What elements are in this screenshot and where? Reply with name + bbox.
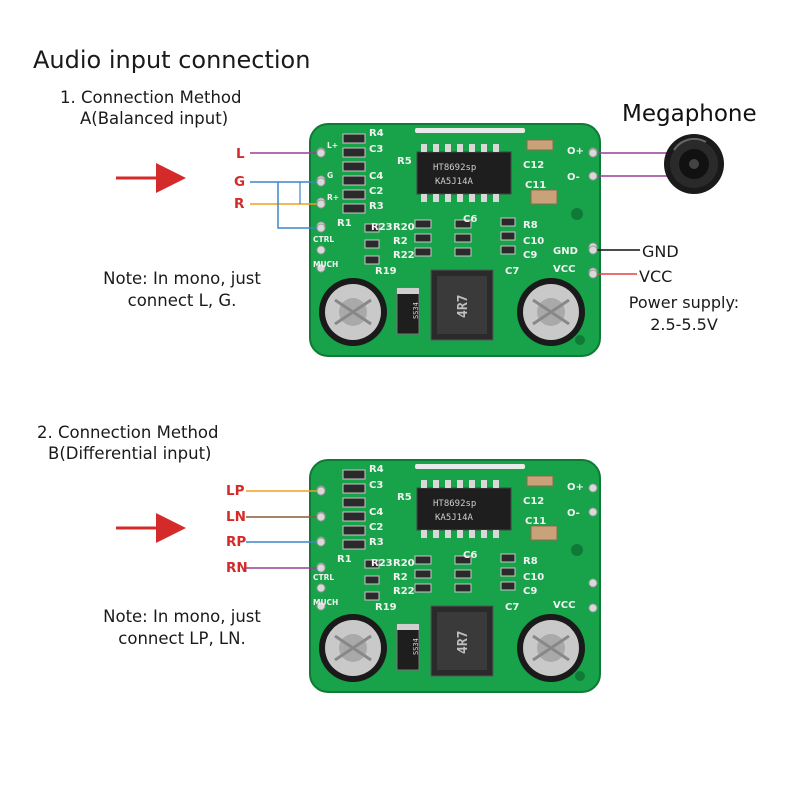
wire-label-rp: RP bbox=[226, 534, 247, 550]
svg-text:L+: L+ bbox=[327, 141, 338, 150]
svg-text:O+: O+ bbox=[567, 146, 584, 157]
wire-label-lp: LP bbox=[226, 483, 245, 499]
wire-label-g: G bbox=[234, 174, 246, 190]
svg-text:C12: C12 bbox=[523, 160, 544, 171]
method-a-subtitle: A(Balanced input) bbox=[80, 109, 229, 128]
amplifier-board-a: HT8692sp KA5J14A 4R7 SS34 R4 C3 R5 bbox=[309, 123, 601, 357]
svg-text:KA5J14A: KA5J14A bbox=[435, 177, 474, 187]
svg-text:R4: R4 bbox=[369, 128, 384, 139]
svg-text:VCC: VCC bbox=[553, 264, 575, 275]
wire-g-branch bbox=[277, 182, 321, 229]
wire-label-rn: RN bbox=[226, 560, 248, 576]
vcc-wire-label: VCC bbox=[639, 267, 673, 286]
svg-text:MUCH: MUCH bbox=[313, 260, 338, 269]
svg-text:C10: C10 bbox=[523, 236, 544, 247]
svg-text:R5: R5 bbox=[397, 156, 412, 167]
power-supply-line1: Power supply: bbox=[628, 293, 740, 312]
method-a-note-line2: connect L, G. bbox=[127, 291, 237, 310]
svg-text:R2: R2 bbox=[393, 572, 408, 583]
svg-text:C7: C7 bbox=[505, 602, 519, 613]
svg-text:R23: R23 bbox=[371, 558, 393, 569]
method-a-note-line1: Note: In mono, just bbox=[103, 269, 261, 288]
svg-text:R8: R8 bbox=[523, 556, 538, 567]
svg-text:G: G bbox=[327, 171, 333, 180]
svg-text:R23: R23 bbox=[371, 222, 393, 233]
svg-text:R3: R3 bbox=[369, 537, 384, 548]
svg-text:HT8692sp: HT8692sp bbox=[433, 163, 476, 173]
wire-label-r: R bbox=[234, 196, 245, 212]
svg-text:C2: C2 bbox=[369, 522, 383, 533]
svg-text:R8: R8 bbox=[523, 220, 538, 231]
svg-text:4R7: 4R7 bbox=[456, 295, 471, 318]
speaker-icon bbox=[664, 134, 724, 194]
svg-text:R20: R20 bbox=[393, 558, 415, 569]
svg-text:R1: R1 bbox=[337, 218, 352, 229]
svg-text:HT8692sp: HT8692sp bbox=[433, 499, 476, 509]
svg-text:R1: R1 bbox=[337, 554, 352, 565]
svg-text:C9: C9 bbox=[523, 586, 537, 597]
svg-text:4R7: 4R7 bbox=[456, 631, 471, 654]
method-b-note-line1: Note: In mono, just bbox=[103, 607, 261, 626]
svg-text:C6: C6 bbox=[463, 550, 477, 561]
svg-text:C4: C4 bbox=[369, 171, 383, 182]
svg-text:O-: O- bbox=[567, 508, 580, 519]
svg-text:R2: R2 bbox=[393, 236, 408, 247]
svg-text:C10: C10 bbox=[523, 572, 544, 583]
svg-text:O-: O- bbox=[567, 172, 580, 183]
svg-text:R20: R20 bbox=[393, 222, 415, 233]
svg-text:SS34: SS34 bbox=[412, 302, 420, 319]
svg-text:C7: C7 bbox=[505, 266, 519, 277]
method-b-title: 2. Connection Method bbox=[37, 423, 219, 442]
wire-label-l: L bbox=[236, 146, 245, 162]
svg-text:C3: C3 bbox=[369, 480, 383, 491]
svg-text:C4: C4 bbox=[369, 507, 383, 518]
svg-text:CTRL: CTRL bbox=[313, 573, 334, 582]
page-title: Audio input connection bbox=[33, 46, 311, 74]
method-a-title: 1. Connection Method bbox=[60, 88, 242, 107]
svg-text:R5: R5 bbox=[397, 492, 412, 503]
svg-text:C11: C11 bbox=[525, 180, 546, 191]
amplifier-board-b: HT8692sp KA5J14A 4R7 SS34 R4 C3 R5 C4 C2… bbox=[309, 459, 601, 693]
wire-label-ln: LN bbox=[226, 509, 246, 525]
svg-text:SS34: SS34 bbox=[412, 638, 420, 655]
method-b-note-line2: connect LP, LN. bbox=[118, 629, 246, 648]
gnd-wire-label: GND bbox=[642, 242, 679, 261]
power-supply-line2: 2.5-5.5V bbox=[650, 315, 718, 334]
power-supply-note: Power supply: 2.5-5.5V bbox=[614, 292, 754, 336]
svg-text:R22: R22 bbox=[393, 250, 415, 261]
svg-text:CTRL: CTRL bbox=[313, 235, 334, 244]
svg-text:O+: O+ bbox=[567, 482, 584, 493]
svg-text:C3: C3 bbox=[369, 144, 383, 155]
method-a-note: Note: In mono, just connect L, G. bbox=[82, 268, 282, 312]
svg-text:R+: R+ bbox=[327, 193, 339, 202]
svg-text:R19: R19 bbox=[375, 602, 397, 613]
method-b-subtitle: B(Differential input) bbox=[48, 444, 212, 463]
method-b-note: Note: In mono, just connect LP, LN. bbox=[82, 606, 282, 650]
svg-text:C12: C12 bbox=[523, 496, 544, 507]
speaker-label: Megaphone bbox=[622, 101, 757, 127]
svg-text:C6: C6 bbox=[463, 214, 477, 225]
svg-text:GND: GND bbox=[553, 246, 578, 257]
svg-text:R3: R3 bbox=[369, 201, 384, 212]
svg-text:R22: R22 bbox=[393, 586, 415, 597]
svg-text:MUCH: MUCH bbox=[313, 598, 338, 607]
svg-text:R19: R19 bbox=[375, 266, 397, 277]
svg-text:C2: C2 bbox=[369, 186, 383, 197]
svg-text:C11: C11 bbox=[525, 516, 546, 527]
svg-text:VCC: VCC bbox=[553, 600, 575, 611]
svg-text:KA5J14A: KA5J14A bbox=[435, 513, 474, 523]
svg-text:C9: C9 bbox=[523, 250, 537, 261]
svg-text:R4: R4 bbox=[369, 464, 384, 475]
